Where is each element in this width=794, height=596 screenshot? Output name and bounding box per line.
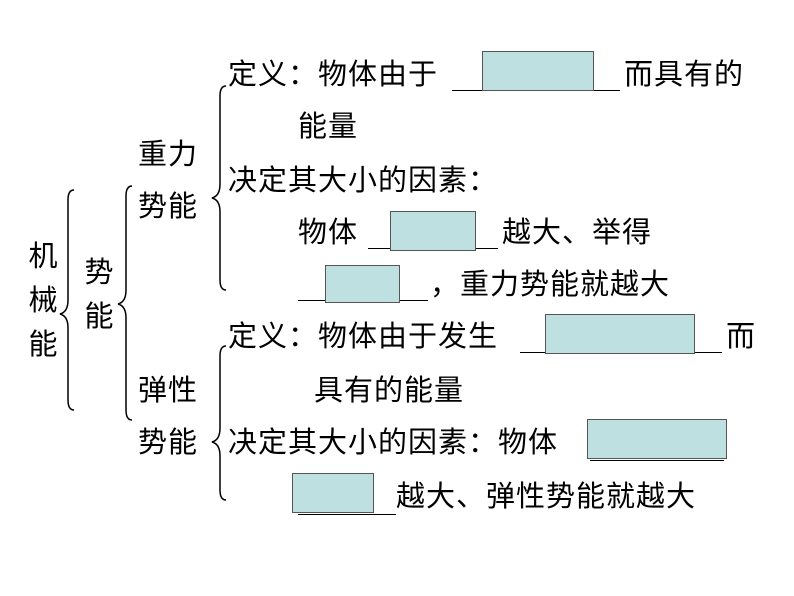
elastic-label-line1: 弹性: [138, 373, 199, 407]
gravity-height-blank[interactable]: [325, 265, 400, 303]
gravity-brace: [211, 85, 227, 291]
elastic-def-suffix: 而: [726, 319, 757, 353]
gravity-label-line2: 势能: [138, 189, 199, 223]
elastic-def-line2: 具有的能量: [314, 373, 465, 407]
gravity-label-line1: 重力: [138, 137, 199, 171]
elastic-def-blank[interactable]: [545, 314, 695, 354]
elastic-factor-prefix: 决定其大小的因素：物体: [228, 425, 559, 459]
gravity-def-blank[interactable]: [482, 51, 594, 91]
elastic-def-prefix: 定义：物体由于发生: [228, 319, 499, 353]
branch-brace: [117, 185, 133, 421]
elastic-label-line2: 势能: [138, 425, 199, 459]
root-label: 机械能: [28, 239, 58, 361]
gravity-def-suffix: 而具有的: [624, 57, 745, 91]
elastic-deform-underline: [590, 460, 724, 461]
gravity-factor-line1-suffix: 越大、举得: [502, 215, 653, 249]
elastic-brace: [211, 345, 227, 501]
elastic-factor-line2-suffix: 越大、弹性势能就越大: [396, 479, 697, 513]
gravity-factor-line2-suffix: ，重力势能就越大: [430, 267, 671, 301]
elastic-factor-line2-underline: [298, 514, 396, 515]
branch-label: 势能: [84, 255, 114, 333]
elastic-factor-line2-blank[interactable]: [292, 473, 374, 513]
gravity-def-line2: 能量: [298, 109, 359, 143]
gravity-def-prefix: 定义：物体由于: [228, 57, 439, 91]
gravity-mass-blank[interactable]: [390, 211, 476, 251]
root-brace: [59, 189, 75, 411]
gravity-factor-prefix: 物体: [298, 215, 359, 249]
elastic-deform-blank[interactable]: [587, 419, 727, 459]
gravity-factor-title: 决定其大小的因素：: [228, 163, 499, 197]
